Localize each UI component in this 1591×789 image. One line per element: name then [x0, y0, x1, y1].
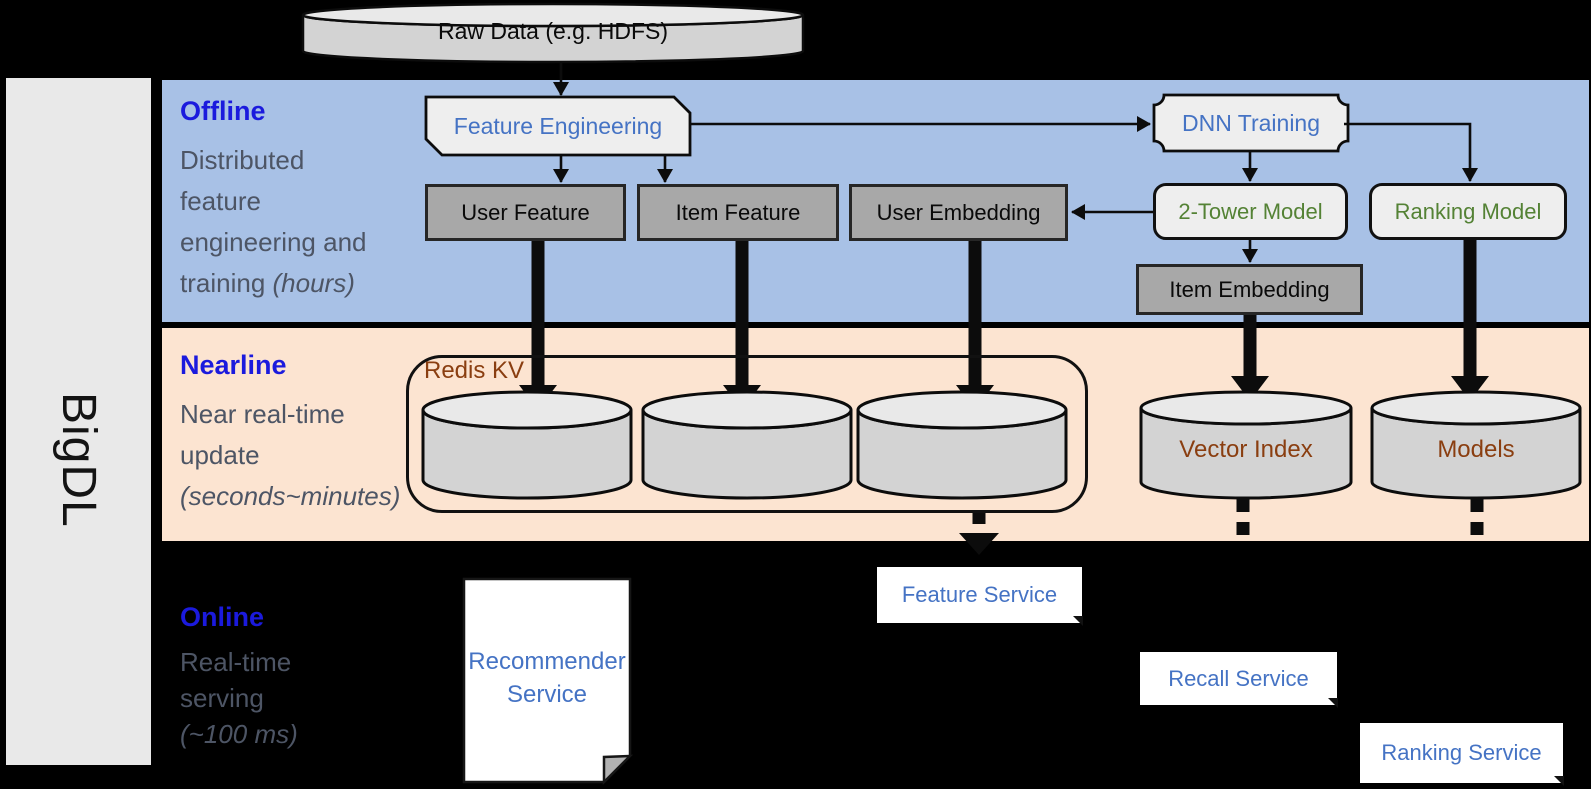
- nearline-heading: Nearline: [180, 350, 287, 380]
- feature-engineering-shape: [424, 95, 692, 157]
- feature-service-label: Feature Service: [901, 582, 1058, 607]
- two-tower-model-node: 2-Tower Model: [1153, 183, 1348, 240]
- folded-corner-icon: [1073, 616, 1083, 626]
- vector-index-cylinder: [1139, 390, 1353, 500]
- recommender-service-label: Recommender Service: [468, 647, 626, 708]
- folded-corner-icon: [1328, 698, 1338, 708]
- redis-kv-group: [406, 355, 1088, 513]
- recall-service-label: Recall Service: [1168, 665, 1309, 691]
- folded-corner-icon: [1554, 776, 1564, 786]
- online-heading: Online: [180, 602, 265, 632]
- offline-heading: Offline: [180, 96, 266, 126]
- redis-cylinder-1: [421, 390, 633, 500]
- item-feature-node: Item Feature: [637, 184, 839, 241]
- redis-cylinder-3: [856, 390, 1068, 500]
- redis-kv-label: Redis KV: [424, 357, 525, 384]
- dashed-arrowhead-feature-service: [959, 533, 999, 555]
- models-label: Models: [1437, 436, 1515, 463]
- raw-data-label: Raw Data (e.g. HDFS): [437, 17, 669, 44]
- dnn-training-node: DNN Training: [1181, 109, 1321, 136]
- feature-engineering-node: Feature Engineering: [453, 112, 663, 139]
- ranking-model-node: Ranking Model: [1369, 183, 1567, 240]
- item-embedding-node: Item Embedding: [1136, 264, 1363, 315]
- vector-index-label: Vector Index: [1179, 436, 1313, 463]
- ranking-service-label: Ranking Service: [1381, 740, 1542, 765]
- recall-service-node: Recall Service: [1140, 652, 1338, 708]
- models-cylinder: [1370, 390, 1582, 500]
- raw-data-cylinder: [301, 2, 805, 64]
- feature-service-node: Feature Service: [877, 567, 1083, 626]
- bigdl-sidebar: [6, 78, 151, 765]
- recommender-document-shape: [462, 577, 634, 786]
- ranking-service-node: Ranking Service: [1360, 723, 1564, 786]
- user-embedding-node: User Embedding: [849, 184, 1068, 241]
- dnn-training-shape: [1152, 93, 1350, 153]
- bigdl-logo-text: BigDL: [52, 392, 105, 528]
- user-feature-node: User Feature: [425, 184, 626, 241]
- arrow-dnn-training-to-ranking-model: [1344, 122, 1478, 182]
- redis-cylinder-2: [641, 390, 853, 500]
